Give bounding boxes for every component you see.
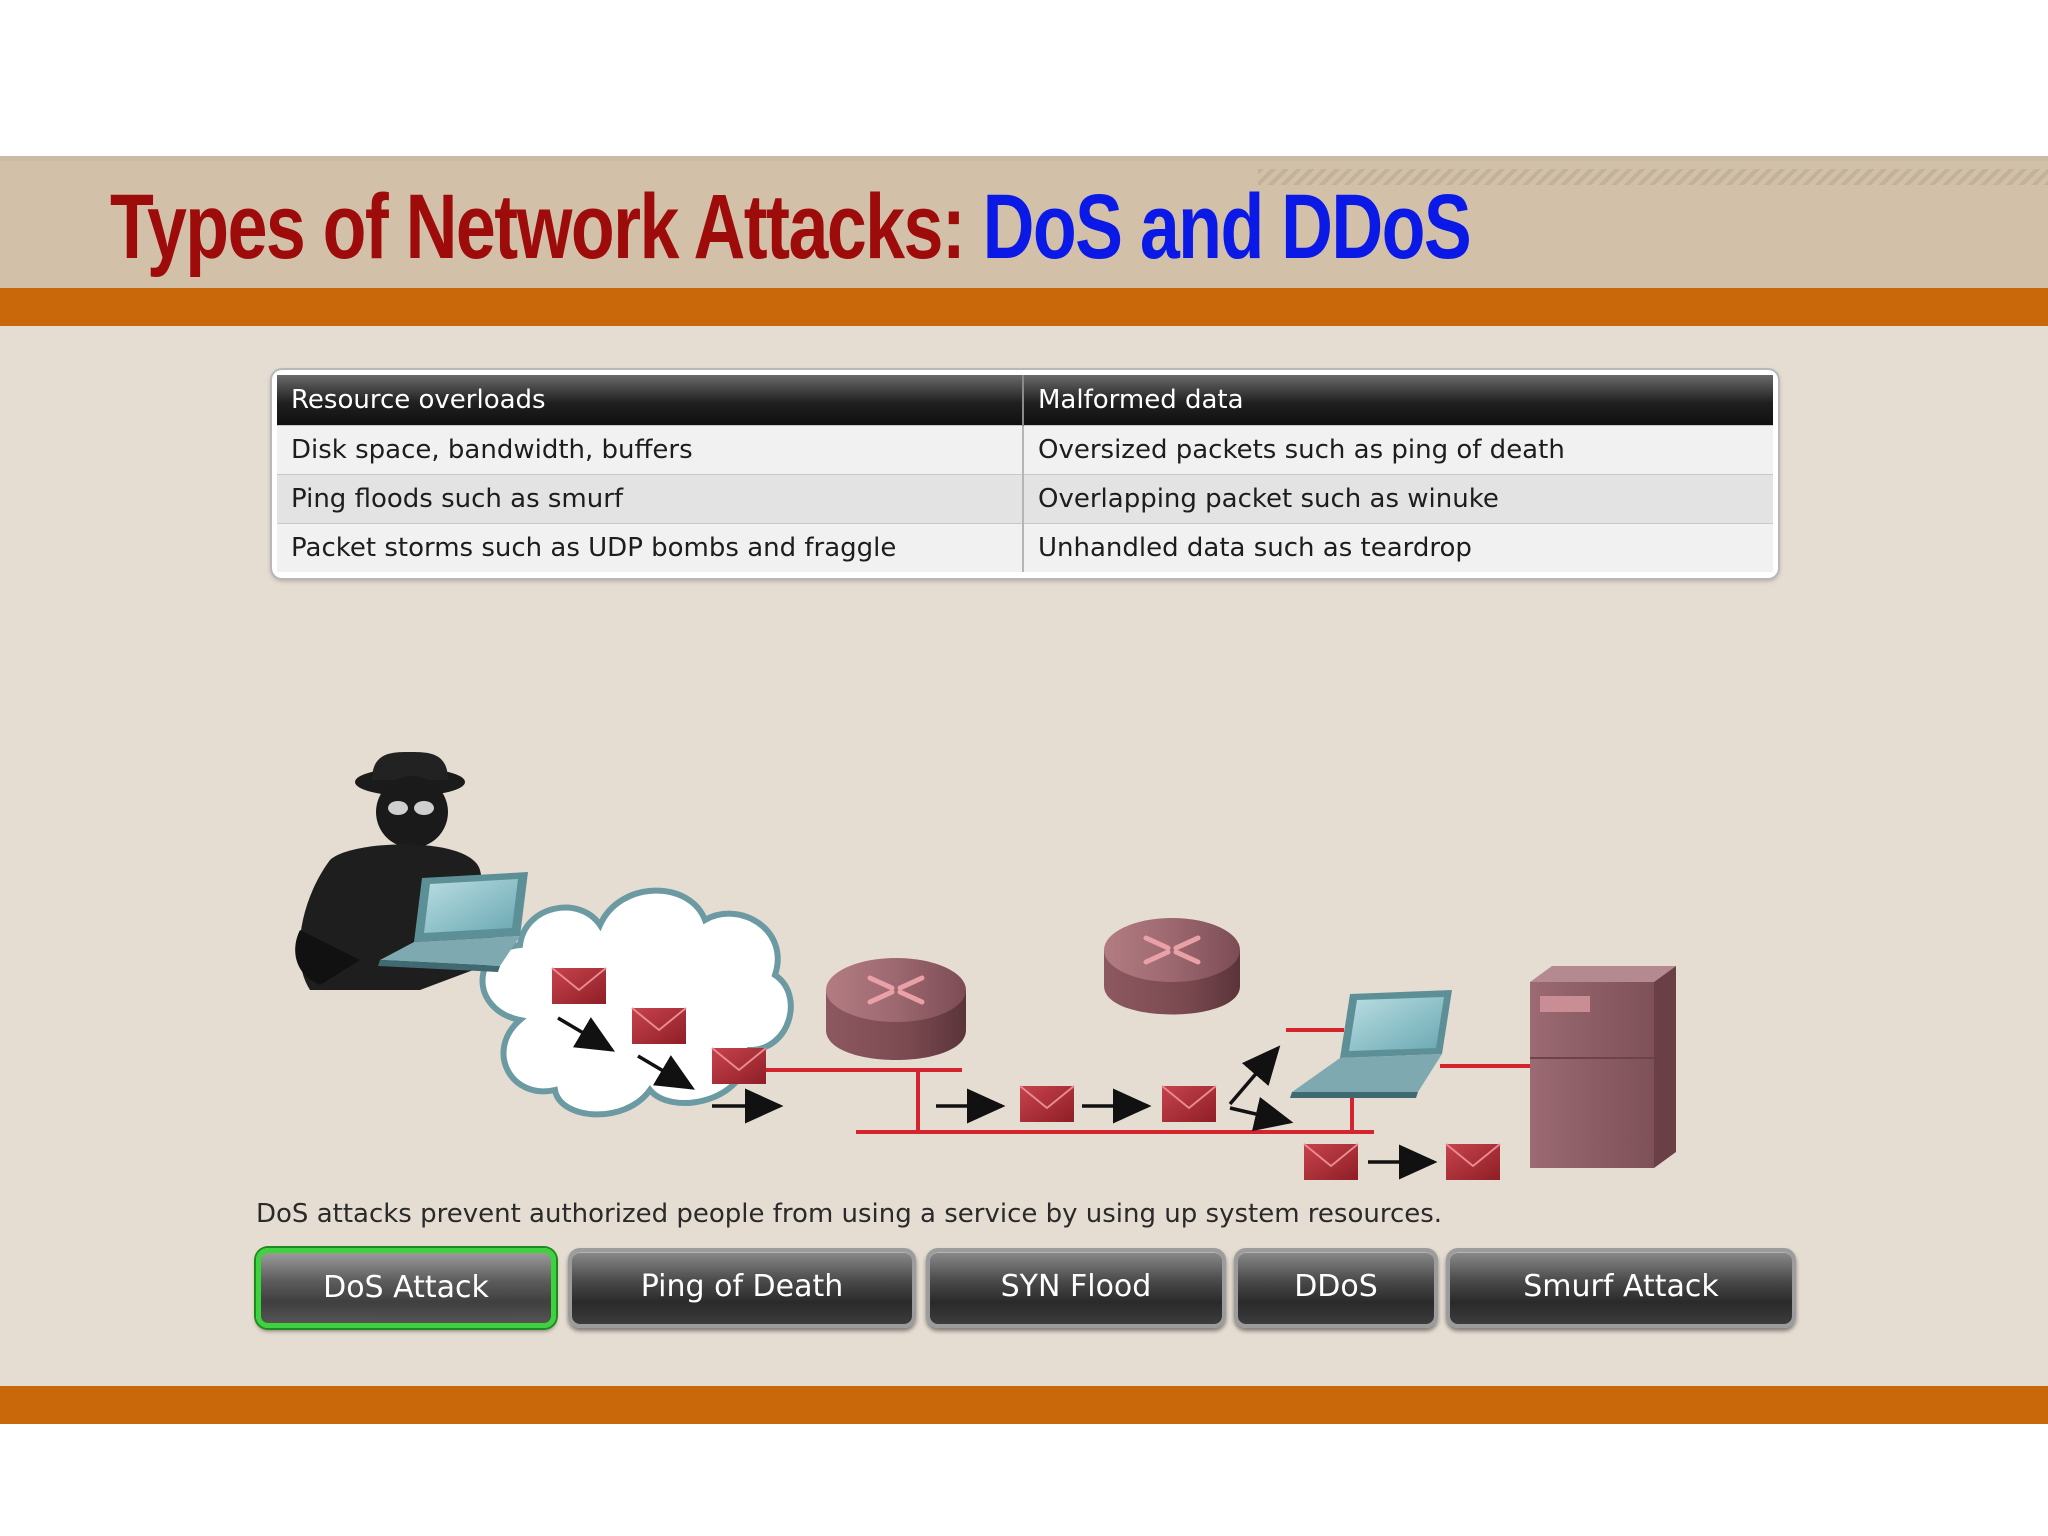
attack-type-tabs: DoS Attack Ping of Death SYN Flood DDoS …	[250, 1248, 1800, 1332]
envelope-icon	[711, 1047, 767, 1084]
tab-ddos[interactable]: DDoS	[1234, 1248, 1438, 1328]
tab-ping-of-death[interactable]: Ping of Death	[568, 1248, 916, 1328]
table-cell: Oversized packets such as ping of death	[1023, 425, 1773, 475]
flow-arrows	[557, 1016, 1438, 1180]
table-row: Packet storms such as UDP bombs and frag…	[277, 523, 1773, 572]
envelope-icon	[551, 967, 607, 1004]
slide-title-highlight: DoS and DDoS	[982, 176, 1472, 278]
tab-smurf-attack[interactable]: Smurf Attack	[1446, 1248, 1796, 1328]
slide-title: Types of Network Attacks: DoS and DDoS	[110, 172, 1472, 282]
top-accent-bar	[0, 288, 2048, 326]
diagram-caption: DoS attacks prevent authorized people fr…	[256, 1199, 1443, 1229]
table-row: Ping floods such as smurf Overlapping pa…	[277, 474, 1773, 524]
title-band	[0, 156, 2048, 290]
envelope-icon	[1161, 1085, 1217, 1122]
table-cell: Overlapping packet such as winuke	[1023, 474, 1773, 524]
column-header-malformed-data: Malformed data	[1023, 375, 1773, 426]
router-icon	[826, 958, 966, 1060]
envelope-icon	[1303, 1143, 1359, 1180]
table-cell: Unhandled data such as teardrop	[1023, 523, 1773, 572]
server-icon	[1530, 966, 1676, 1168]
envelope-icon	[631, 1007, 687, 1044]
envelope-icon	[1445, 1143, 1501, 1180]
attack-types-table: Resource overloads Malformed data Disk s…	[277, 375, 1773, 572]
attack-types-table-container: Resource overloads Malformed data Disk s…	[272, 370, 1778, 578]
table-header-row: Resource overloads Malformed data	[277, 375, 1773, 426]
table-row: Disk space, bandwidth, buffers Oversized…	[277, 425, 1773, 475]
laptop-icon	[1290, 990, 1452, 1098]
slide-title-main: Types of Network Attacks:	[110, 176, 983, 278]
column-header-resource-overloads: Resource overloads	[277, 375, 1024, 426]
bottom-accent-bar	[0, 1386, 2048, 1424]
table-cell: Ping floods such as smurf	[277, 474, 1024, 524]
tab-syn-flood[interactable]: SYN Flood	[926, 1248, 1226, 1328]
laptop-icon	[378, 872, 528, 972]
envelope-icon	[1019, 1085, 1075, 1122]
packet-envelopes	[551, 967, 1501, 1180]
table-cell: Disk space, bandwidth, buffers	[277, 425, 1024, 475]
title-hatch-decoration	[1258, 169, 2048, 185]
table-cell: Packet storms such as UDP bombs and frag…	[277, 523, 1024, 572]
router-icon	[1104, 918, 1240, 1015]
tab-dos-attack[interactable]: DoS Attack	[256, 1248, 556, 1328]
